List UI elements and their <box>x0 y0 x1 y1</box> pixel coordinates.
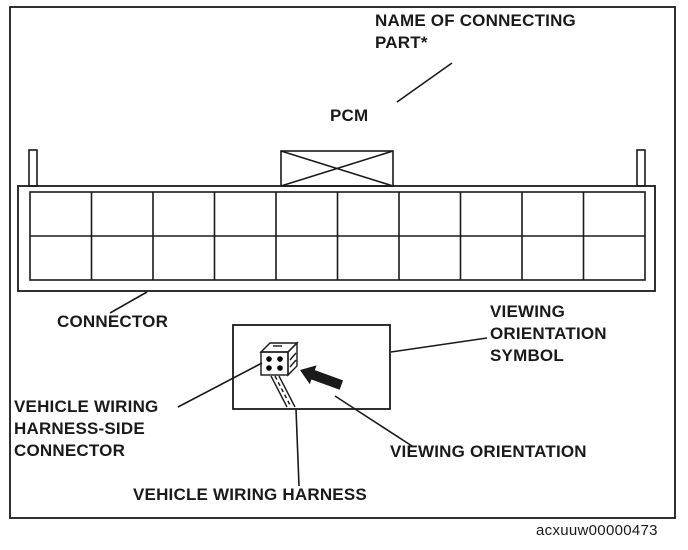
label-pcm: PCM <box>330 106 369 125</box>
leader-harness-side-connector <box>177 362 263 408</box>
leader-vehicle-wiring-harness <box>295 408 300 487</box>
figure-code: acxuuw00000473 <box>536 522 658 539</box>
label-connector: CONNECTOR <box>57 312 169 331</box>
label-harness-side-connector: VEHICLE WIRING HARNESS-SIDE CONNECTOR <box>14 397 159 460</box>
leader-viewing-orientation-symbol <box>390 337 488 353</box>
harness-wires <box>270 375 296 408</box>
label-name-of-connecting-part: NAME OF CONNECTING PART* <box>375 11 576 52</box>
label-viewing-orientation: VIEWING ORIENTATION <box>390 442 587 461</box>
label-viewing-orientation-symbol: VIEWING ORIENTATION SYMBOL <box>490 302 607 365</box>
leader-connecting-part <box>396 62 453 103</box>
leader-viewing-orientation <box>334 395 413 447</box>
viewing-orientation-box <box>232 324 391 410</box>
connector-tab-right <box>636 149 646 187</box>
viewing-arrow-icon <box>300 365 344 390</box>
figure-border <box>9 6 676 519</box>
label-vehicle-wiring-harness: VEHICLE WIRING HARNESS <box>133 485 367 504</box>
connecting-part-symbol-icon <box>280 150 394 187</box>
harness-connector-icon <box>259 341 299 377</box>
leader-connector <box>109 291 148 314</box>
pin-grid-lines <box>30 192 645 280</box>
pcm-connector-housing <box>17 185 656 292</box>
connector-tab-left <box>28 149 38 187</box>
